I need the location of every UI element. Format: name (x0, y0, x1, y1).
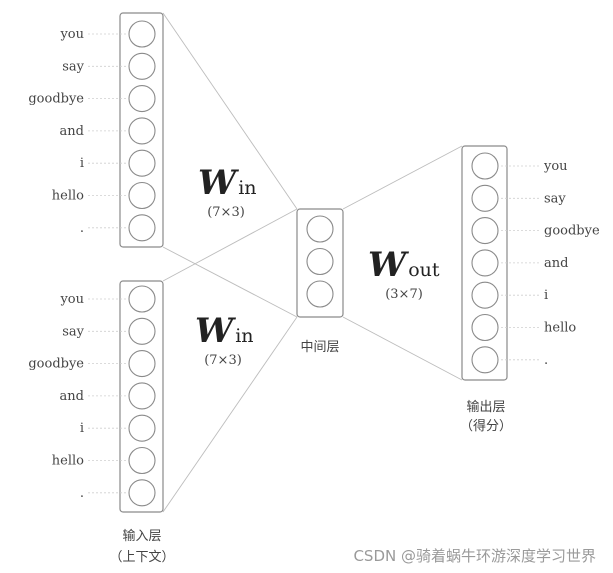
neuron (128, 446, 156, 475)
neuron (128, 20, 156, 48)
neuron (128, 414, 156, 442)
neuron (128, 214, 156, 242)
input-layer-bottom: you say goodbye and i hello. (28, 280, 164, 513)
win-bottom-subscript: in (235, 325, 253, 347)
output-layer-words: you say goodbye and i hello. (501, 159, 600, 368)
connection-lines (162, 12, 463, 513)
word-label: i (544, 288, 548, 303)
word-label: and (60, 389, 84, 404)
neuron (471, 281, 499, 309)
wout-symbol: W (368, 245, 409, 285)
neuron (471, 217, 499, 245)
win-top-symbol: W (198, 163, 239, 203)
input-layer-top-words: you say goodbye and i hello. (28, 27, 126, 236)
word-label: goodbye (28, 357, 84, 372)
win-top-dim: (7×3) (207, 205, 245, 220)
neuron (128, 117, 156, 145)
win-bottom-symbol: W (195, 311, 236, 351)
input-layer-bottom-words: you say goodbye and i hello. (28, 292, 126, 501)
word-label: say (544, 191, 566, 206)
neuron (471, 184, 499, 212)
input-layer-label-line1: 输入层 (122, 528, 161, 544)
hidden-layer-label: 中间层 (300, 340, 339, 355)
word-label: say (62, 324, 84, 339)
wout-subscript: out (408, 259, 440, 281)
word-label: . (80, 486, 84, 501)
word-label: i (80, 156, 84, 171)
neuron (128, 52, 156, 80)
neuron (128, 85, 156, 113)
word-label: hello (544, 321, 576, 336)
word-label: you (59, 292, 84, 307)
bottom-input-to-hidden-upper (162, 208, 298, 282)
hidden-layer-neurons (306, 215, 334, 308)
svg-text:Win: Win (198, 163, 257, 203)
top-input-to-hidden-upper (162, 12, 298, 210)
neuron (128, 479, 156, 507)
win-bottom-dim: (7×3) (204, 353, 242, 368)
word-label: . (544, 353, 548, 368)
word-label: i (80, 421, 84, 436)
top-input-to-hidden-lower (162, 246, 298, 318)
hidden-layer: 中间层 (296, 208, 344, 355)
word-label: hello (52, 189, 84, 204)
neuron (128, 317, 156, 345)
neuron (128, 382, 156, 410)
word-label: and (544, 256, 568, 271)
bottom-input-to-hidden-lower (162, 316, 298, 513)
input-layer-top-neurons (128, 20, 156, 242)
neuron (128, 285, 156, 313)
hidden-to-output-upper (342, 145, 463, 210)
word-label: hello (52, 454, 84, 469)
word-label: and (60, 124, 84, 139)
word-label: goodbye (544, 224, 600, 239)
neuron (306, 280, 334, 308)
input-layer-bottom-neurons (128, 285, 156, 507)
word-label: you (543, 159, 568, 174)
neuron (128, 350, 156, 378)
neuron (306, 215, 334, 243)
word-label: goodbye (28, 92, 84, 107)
neuron (471, 346, 499, 374)
word-label: say (62, 59, 84, 74)
neuron (471, 313, 499, 342)
word-label: you (59, 27, 84, 42)
win-top-subscript: in (238, 177, 256, 199)
neuron (128, 149, 156, 177)
output-layer: you say goodbye and i hello. 输出层 （得分） (460, 145, 600, 434)
input-layer-label-line2: （上下文） (109, 550, 174, 565)
output-layer-label-line2: （得分） (460, 418, 512, 434)
neuron (471, 249, 499, 277)
word-label: . (80, 221, 84, 236)
svg-text:Win: Win (195, 311, 254, 351)
neuron (128, 181, 156, 210)
hidden-to-output-lower (342, 316, 463, 381)
neuron (306, 247, 334, 276)
wout-dim: (3×7) (385, 287, 423, 302)
neuron (471, 152, 499, 180)
watermark: CSDN @骑着蜗牛环游深度学习世界 (353, 547, 596, 565)
output-layer-label-line1: 输出层 (466, 399, 505, 415)
output-layer-neurons (471, 152, 499, 374)
input-layer-top: you say goodbye and i hello. (28, 12, 164, 248)
